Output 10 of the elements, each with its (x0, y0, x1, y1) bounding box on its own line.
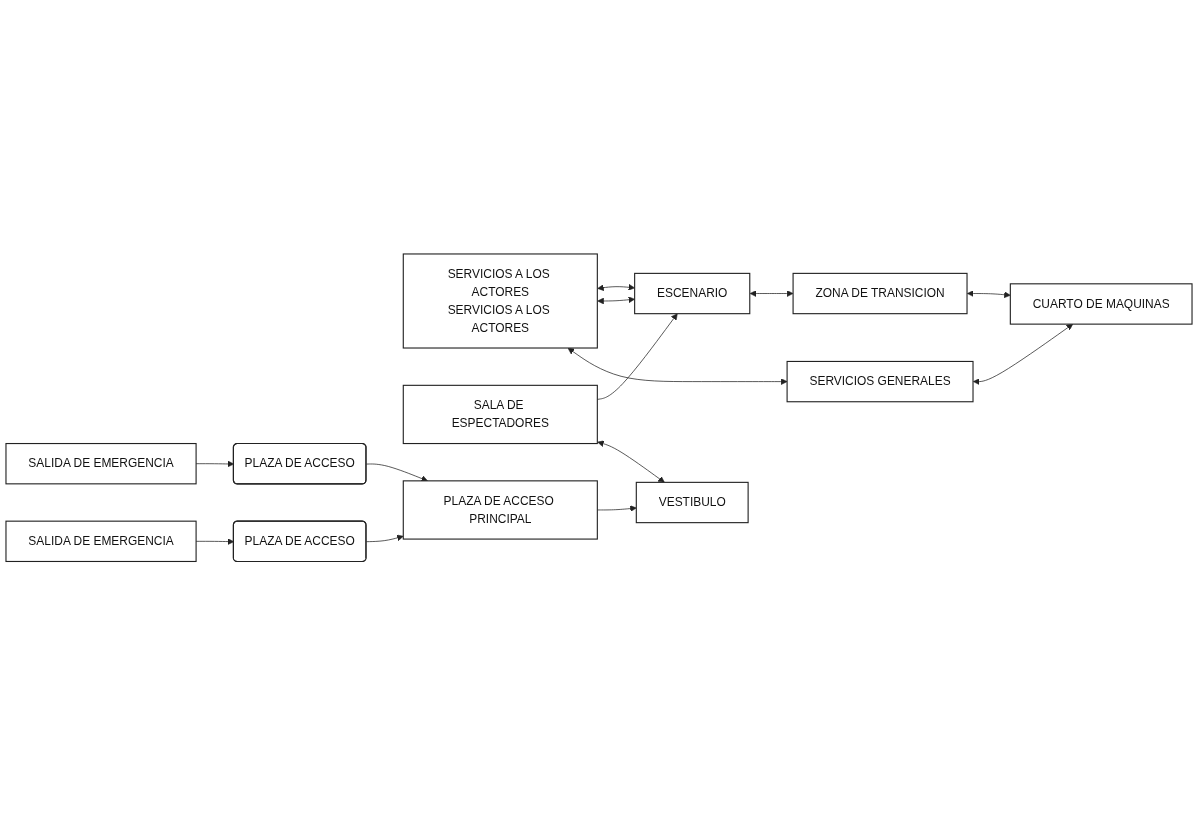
node-box: SERVICIOS GENERALES (786, 360, 974, 403)
node-box: VESTIBULO (635, 481, 749, 523)
node-box: SERVICIOS A LOS ACTORES SERVICIOS A LOS ACTORES (402, 253, 598, 349)
node-box: SALA DE ESPECTADORES (402, 384, 598, 444)
node-box: CUARTO DE MAQUINAS (1009, 283, 1193, 325)
node-box: ZONA DE TRANSICION (792, 272, 968, 314)
node-box: SALIDA DE EMERGENCIA (5, 442, 197, 485)
node-box: SALIDA DE EMERGENCIA (5, 520, 197, 562)
node-box: PLAZA DE ACCESO PRINCIPAL (402, 480, 598, 540)
node-box: ESCENARIO (634, 272, 751, 314)
